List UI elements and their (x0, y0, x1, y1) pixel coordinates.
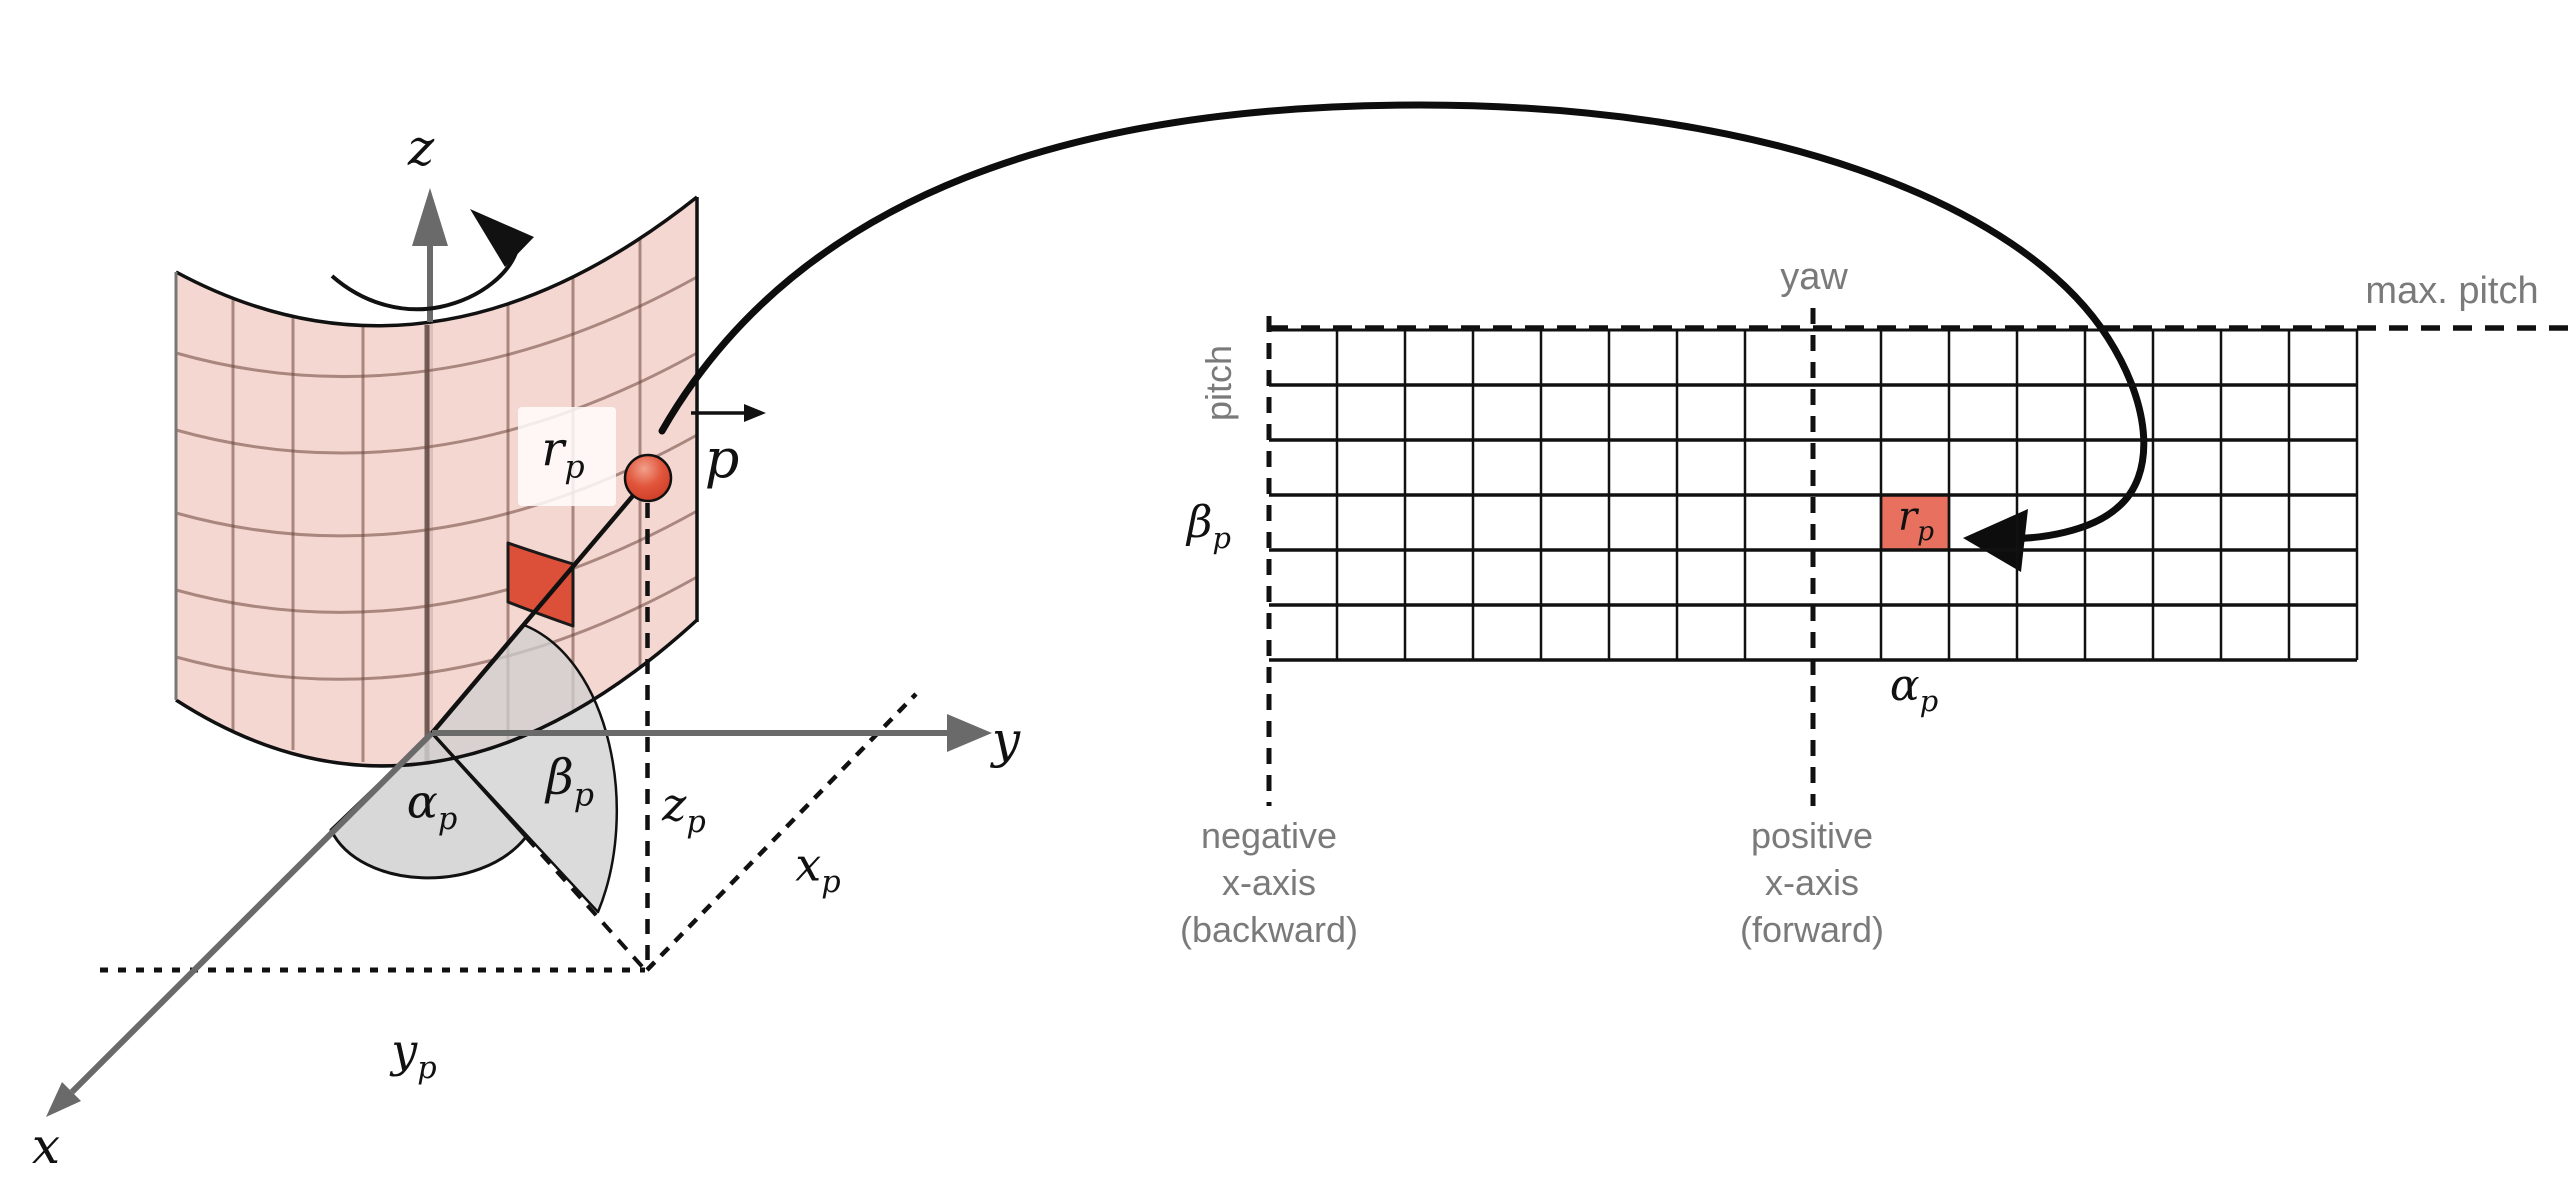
neg-x-axis-line1: negative (1200, 815, 1338, 856)
surface-red-cell (506, 541, 575, 628)
pitch-label: pitch (1198, 344, 1239, 422)
cylinder-surface (176, 197, 697, 766)
cylinder-top-rim (175, 195, 699, 328)
cylinder-grid-horizontal (175, 275, 698, 681)
xp-dashed-line (645, 692, 918, 972)
alpha-col-label: αp (1889, 659, 1939, 718)
projection-dashed-segment (524, 835, 649, 974)
z-axis-label: z (407, 119, 435, 177)
x-axis-label: x (31, 1117, 61, 1175)
projection-solid-segment (430, 731, 528, 839)
x-axis (69, 730, 435, 1095)
pos-x-axis-line1: positive (1750, 815, 1874, 856)
pos-x-axis-line2: x-axis (1764, 862, 1860, 903)
beta-row-label: βp (1186, 496, 1232, 555)
beta-sector (430, 623, 619, 914)
alpha-angle-label: αp (406, 774, 458, 838)
y-axis-arrowhead (947, 714, 992, 752)
rotation-arrow (330, 245, 520, 312)
mapping-grid (1266, 308, 2570, 806)
p-vector-label: p (704, 427, 740, 490)
yp-label: yp (391, 1023, 437, 1087)
zp-label: zp (662, 777, 706, 841)
rotation-arrowhead (470, 209, 534, 267)
neg-x-axis-line2: x-axis (1221, 862, 1317, 903)
point-p-ball (623, 453, 673, 503)
connector-curve (658, 101, 2148, 542)
p-direction-line (430, 476, 650, 735)
max-pitch-label: max. pitch (2365, 270, 2539, 312)
rp-point-label: rp (541, 421, 585, 486)
beta-angle-label: βp (545, 749, 595, 814)
x-axis-arrowhead (46, 1082, 81, 1117)
cylinder-bottom-rim (175, 618, 699, 768)
rp-label-box (518, 407, 616, 506)
p-vector-arrowhead (744, 404, 766, 422)
yaw-label: yaw (1780, 256, 1848, 298)
z-axis-arrowhead (412, 188, 448, 246)
pos-x-axis-line3: (forward) (1739, 909, 1885, 950)
rp-cell-label: rp (1897, 493, 1935, 547)
neg-x-axis-line3: (backward) (1179, 909, 1359, 950)
alpha-sector (329, 731, 528, 880)
xp-label: xp (795, 837, 841, 901)
y-axis-label: y (991, 711, 1021, 769)
connector-arrowhead (1963, 509, 2028, 572)
